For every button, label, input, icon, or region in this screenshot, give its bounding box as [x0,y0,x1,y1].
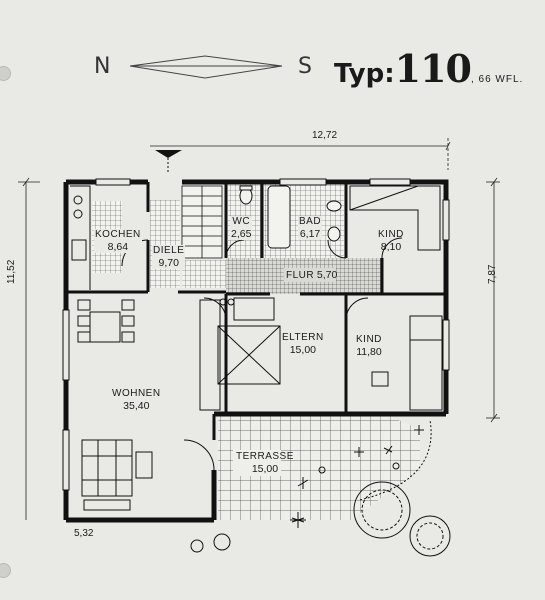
room-area: 15,00 [289,344,316,356]
dimension-height-left: 11,52 [6,259,17,284]
corridor-label-bg [284,268,336,282]
room-name: WC [230,216,253,228]
room-label-diele: DIELE 9,70 [152,245,186,269]
terrace-edge [359,419,432,501]
compass-needle-icon [129,55,283,79]
room-label-eltern: ELTERN 15,00 [282,332,324,356]
inner-walls [66,182,446,440]
room-name: WOHNEN [112,388,161,399]
room-label-wc: WC 2,65 [230,216,253,240]
compass-south-label: S [298,54,312,79]
punch-hole [0,66,11,81]
living-furniture [77,299,153,511]
room-name: TERRASSE [236,451,294,462]
room-label-kochen: KOCHEN 8,64 [94,229,142,253]
room-area: 8,64 [94,241,142,253]
room-area: 5,70 [316,269,338,281]
garden-plant-icon [190,425,451,557]
kitchen-counter [70,185,91,290]
dimension-width-bottom: 5,32 [74,528,94,539]
entrance-arrow-icon [155,150,182,158]
windows [62,178,450,491]
doors [121,237,403,471]
room-label-kind-small: KIND 8,10 [378,229,404,253]
dimension-line-top [150,138,451,170]
room-area: 6,17 [298,228,323,240]
room-label-flur: FLUR 5,70 [286,269,337,282]
punch-hole [0,563,11,578]
hall-tiles [150,200,180,288]
room-area: 35,40 [123,400,150,412]
terrace-label-bg [233,450,281,476]
room-name: FLUR [286,270,315,281]
room-name: KIND [356,334,382,345]
room-label-bad: BAD 6,17 [298,216,323,240]
room-area: 8,10 [380,241,402,253]
staircase [181,185,223,259]
bedroom-furniture [199,185,443,411]
type-number: 110 [394,46,472,91]
room-area: 2,65 [230,228,253,240]
dimension-line-left [18,177,40,520]
dimension-line-right [486,177,500,423]
bathroom-fixtures [239,185,342,249]
room-area: 9,70 [152,257,186,269]
room-area: 11,80 [356,346,382,358]
hall-tiles [182,260,226,288]
type-label: Typ:110, 66 WFL. [334,46,523,91]
room-name: ELTERN [282,332,324,343]
dimension-height-right: 7,87 [487,264,498,284]
type-prefix: Typ [334,59,385,89]
type-colon: : [384,59,395,89]
terrace-tiles [218,414,420,520]
room-label-terrasse: TERRASSE 15,00 [236,451,294,475]
living-area-label: , 66 WFL. [470,74,524,85]
room-label-wohnen: WOHNEN 35,40 [112,388,161,412]
room-area: 15,00 [251,463,279,475]
room-name: KIND [378,229,404,240]
room-label-kind-large: KIND 11,80 [356,334,382,358]
room-name: KOCHEN [94,229,142,241]
room-name: DIELE [152,245,186,257]
compass-north-label: N [94,54,111,79]
dimension-width-top: 12,72 [312,130,338,141]
room-name: BAD [298,216,323,228]
